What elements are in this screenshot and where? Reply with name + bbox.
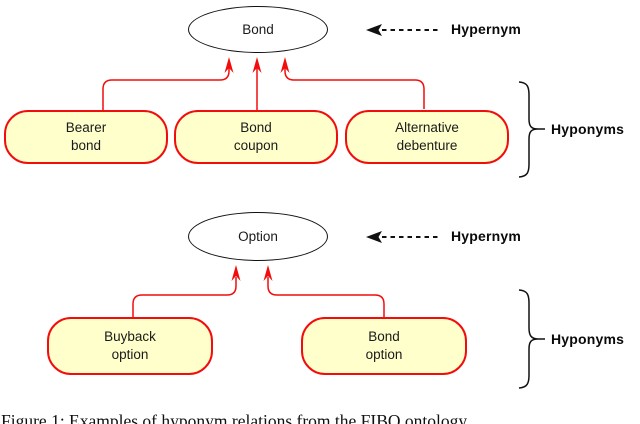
figure-caption: Figure 1: Examples of hyponym relations … [1,411,468,424]
hyponym-arrow-icon [102,57,425,111]
hyponym-box-alternative-debenture: Alternative debenture [345,110,509,164]
parent-node-option: Option [188,212,328,261]
hyponyms-label: Hyponyms [551,331,625,347]
parent-node-bond: Bond [188,6,328,53]
hyponym-box-bond-coupon: Bond coupon [174,110,338,164]
hypernym-dashed-arrow-icon [366,231,438,243]
hyponym-arrow-icon [132,265,385,317]
brace-icon [518,289,545,389]
hyponym-box-bond-option: Bond option [301,317,467,375]
hypernym-label: Hypernym [451,21,522,37]
hypernym-dashed-arrow-icon [366,24,438,36]
hyponyms-label: Hyponyms [551,121,625,137]
brace-icon [518,81,545,178]
hyponym-box-buyback-option: Buyback option [47,317,213,375]
parent-node-label: Option [238,229,278,244]
hyponym-box-bearer-bond: Bearer bond [4,110,168,164]
parent-node-label: Bond [242,22,274,37]
hypernym-label: Hypernym [451,228,522,244]
